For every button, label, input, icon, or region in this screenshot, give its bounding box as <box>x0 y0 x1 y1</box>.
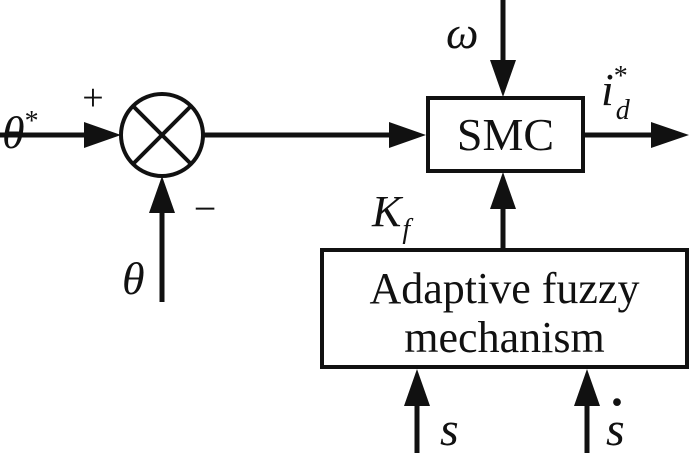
smc-block: SMC <box>426 96 585 173</box>
s-label: s <box>440 403 459 453</box>
id-ref-output-arrow <box>583 122 689 148</box>
kf-label: Kf <box>371 187 413 245</box>
s-dot-accent: · <box>609 376 625 429</box>
theta-ref-label: θ* <box>2 106 39 158</box>
s-dot-input-arrow <box>574 369 600 453</box>
error-to-smc-arrow <box>203 122 426 148</box>
s-input-arrow <box>404 369 430 453</box>
fuzzy-label-line1: Adaptive fuzzy <box>370 264 640 313</box>
plus-sign: + <box>82 77 103 119</box>
theta-feedback-arrow <box>149 176 175 302</box>
omega-arrow <box>490 0 516 97</box>
theta-ref-arrow <box>0 122 121 148</box>
summing-junction <box>119 92 205 178</box>
smc-label: SMC <box>457 109 554 160</box>
s-dot-label: s <box>606 403 625 453</box>
theta-label: θ <box>122 253 145 304</box>
kf-arrow <box>490 172 516 249</box>
adaptive-fuzzy-block: Adaptive fuzzy mechanism <box>320 248 689 369</box>
id-ref-label: id* <box>601 61 631 126</box>
minus-sign: − <box>194 186 217 231</box>
fuzzy-label-line2: mechanism <box>404 313 604 362</box>
omega-label: ω <box>446 7 478 58</box>
